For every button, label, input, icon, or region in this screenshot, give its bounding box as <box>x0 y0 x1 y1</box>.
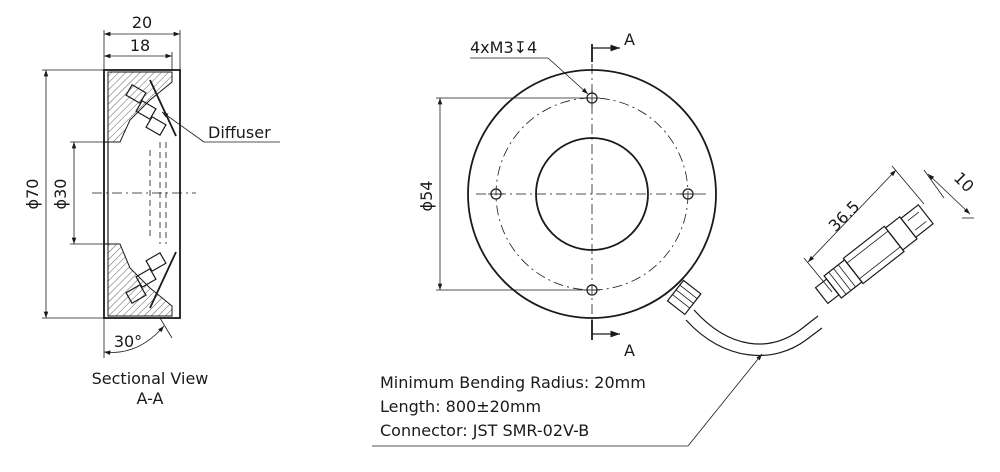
section-caption-title: Sectional View <box>92 369 209 388</box>
section-mark-top: A <box>624 30 635 49</box>
note-connector: Connector: JST SMR-02V-B <box>380 421 589 440</box>
diffuser-label: Diffuser <box>208 123 271 142</box>
hole-callout: 4xM3↧4 <box>470 38 537 57</box>
dim-connector-length: 36.5 <box>825 197 864 236</box>
dim-outer-width: 20 <box>132 13 152 32</box>
strain-relief <box>666 279 702 316</box>
dim-inner-width: 18 <box>130 36 150 55</box>
dim-connector-width: 10 <box>950 168 978 196</box>
notes-block: Minimum Bending Radius: 20mm Length: 800… <box>372 353 763 447</box>
cable-upper <box>693 309 819 345</box>
cable-assembly: 36.5 10 <box>666 165 978 356</box>
cable-lower <box>685 319 823 356</box>
note-length: Length: 800±20mm <box>380 397 541 416</box>
dim-inner-diameter: ϕ30 <box>51 179 70 210</box>
section-caption-id: A-A <box>137 389 164 408</box>
lower-led-blocks <box>125 251 177 309</box>
dim-angle: 30° <box>114 332 142 351</box>
sectional-view: 20 18 ϕ70 ϕ30 Diffuser 30° Sectional Vie… <box>23 13 280 408</box>
upper-led-blocks <box>125 79 177 137</box>
notes-leader <box>687 353 763 447</box>
section-mark-bottom: A <box>624 341 635 360</box>
dim-bolt-circle: ϕ54 <box>417 181 436 212</box>
upper-section-hatch <box>107 71 173 143</box>
dim-outer-diameter: ϕ70 <box>23 179 42 210</box>
front-view: 4xM3↧4 A A ϕ54 <box>417 30 717 360</box>
lower-section-hatch <box>107 243 173 317</box>
note-bending-radius: Minimum Bending Radius: 20mm <box>380 373 646 392</box>
